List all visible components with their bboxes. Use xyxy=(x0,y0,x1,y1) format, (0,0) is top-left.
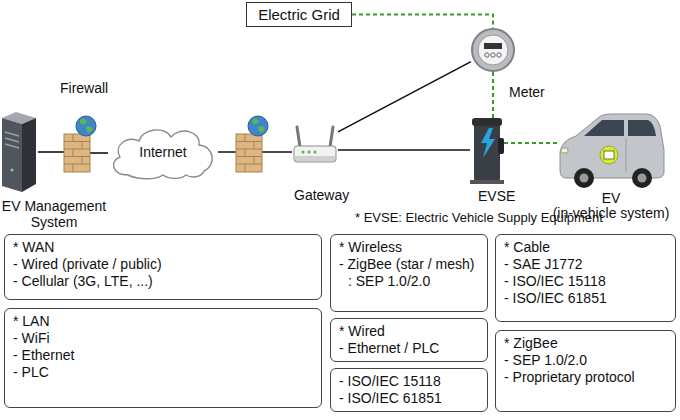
box-heading: * Wireless xyxy=(339,239,479,256)
box-heading: - ISO/IEC 15118 xyxy=(339,373,479,390)
firewall-icon xyxy=(64,134,90,172)
protocol-box: * Cable- SAE J1772- ISO/IEC 15118- ISO/I… xyxy=(495,234,676,322)
list-item: - ISO/IEC 61851 xyxy=(504,290,667,307)
car-icon xyxy=(560,114,664,188)
cloud-outline xyxy=(113,130,212,179)
box-heading: * Cable xyxy=(504,239,667,256)
icon-label: Gateway xyxy=(294,187,349,203)
power-line xyxy=(504,142,558,144)
power-line xyxy=(352,15,493,29)
protocol-box: * WAN- Wired (private / public)- Cellula… xyxy=(4,234,322,300)
protocol-box: * LAN- WiFi- Ethernet- PLC xyxy=(4,308,322,408)
network-line xyxy=(338,149,470,151)
icon-label: EVSE xyxy=(478,188,515,204)
router-icon xyxy=(294,127,336,162)
list-item: - PLC xyxy=(13,364,313,381)
list-item: - Wired (private / public) xyxy=(13,256,313,273)
server-node: EV Management System xyxy=(0,110,38,194)
protocol-box: * ZigBee- SEP 1.0/2.0- Proprietary proto… xyxy=(495,330,676,412)
list-item: - SEP 1.0/2.0 xyxy=(504,352,667,369)
network-line xyxy=(38,151,64,153)
server-icon xyxy=(2,112,36,192)
list-item: - Cellular (3G, LTE, ...) xyxy=(13,273,313,290)
network-line xyxy=(218,151,292,153)
list-item: - Proprietary protocol xyxy=(504,369,667,386)
list-item: - WiFi xyxy=(13,330,313,347)
list-item: - ZigBee (star / mesh) : SEP 1.0/2.0 xyxy=(339,256,479,290)
firewall-node: Firewall xyxy=(64,134,90,172)
list-item: - SAE J1772 xyxy=(504,256,667,273)
power-line xyxy=(492,72,494,118)
footnote: * EVSE: Electric Vehicle Supply Equipmen… xyxy=(355,210,603,225)
box-heading: * LAN xyxy=(13,313,313,330)
protocol-box: - ISO/IEC 15118- ISO/IEC 61851 xyxy=(330,368,488,412)
meter-node: Meter xyxy=(471,28,515,72)
network-line xyxy=(90,152,108,154)
icon-label: Firewall xyxy=(60,80,108,96)
icon-label: EV Management System xyxy=(0,198,108,230)
gateway-node: Gateway xyxy=(292,124,338,164)
icon-label: Meter xyxy=(509,84,545,100)
firewall-icon xyxy=(236,134,262,172)
box-heading: * ZigBee xyxy=(504,335,667,352)
icon-label: EV xyxy=(550,190,672,206)
box-heading: * Wired xyxy=(339,323,479,340)
box-label: Electric Grid xyxy=(258,6,340,23)
globe-icon xyxy=(248,116,268,136)
list-item: - Ethernet / PLC xyxy=(339,340,479,357)
grid-box: Electric Grid xyxy=(246,2,352,27)
protocol-box: * Wireless- ZigBee (star / mesh) : SEP 1… xyxy=(330,234,488,312)
evse-node: EVSE xyxy=(470,118,504,184)
protocol-box: * Wired- Ethernet / PLC xyxy=(330,318,488,362)
ev-node: EV(in-vehicle system) xyxy=(558,112,664,188)
network-line xyxy=(338,62,471,132)
list-item: - ISO/IEC 61851 xyxy=(339,390,479,407)
list-item: - Ethernet xyxy=(13,347,313,364)
charger-icon xyxy=(470,118,504,184)
internet-cloud: Internet xyxy=(108,124,218,180)
cloud-label: Internet xyxy=(139,144,186,160)
box-heading: * WAN xyxy=(13,239,313,256)
list-item: - ISO/IEC 15118 xyxy=(504,273,667,290)
meter-icon xyxy=(472,29,514,71)
globe-icon xyxy=(76,116,96,136)
